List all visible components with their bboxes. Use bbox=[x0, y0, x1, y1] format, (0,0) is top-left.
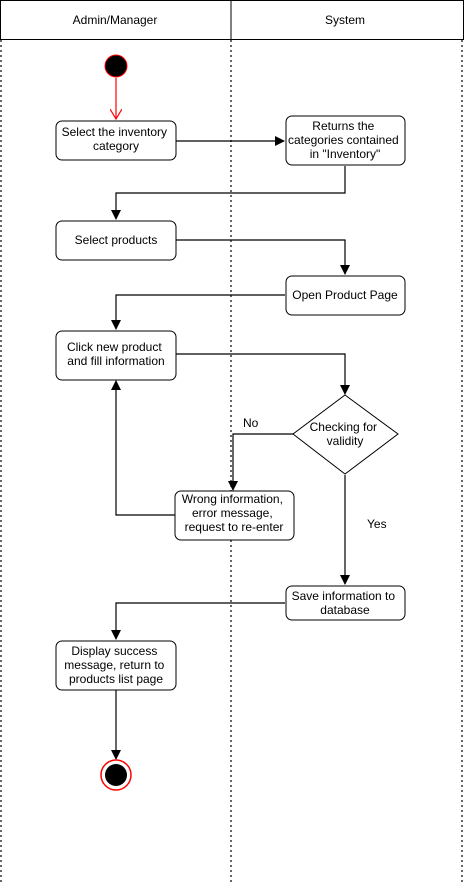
activity-select-inventory-category: Select the inventory category bbox=[55, 120, 177, 161]
activity-select-products: Select products bbox=[55, 220, 177, 261]
activity-text-line: database bbox=[320, 603, 370, 617]
activity-returns-categories: Returns the categories contained in "Inv… bbox=[285, 115, 406, 166]
activity-text-line: in "Inventory" bbox=[310, 147, 381, 161]
svg-text:Save information to data: Save information to database bbox=[292, 589, 399, 617]
decision-checking-validity: Checking for validity bbox=[292, 394, 399, 475]
decision-text-line: validity bbox=[327, 434, 364, 448]
activity-wrong-information: Wrong information, error message, reques… bbox=[174, 490, 295, 541]
activity-text-line: Select products bbox=[75, 233, 158, 247]
activity-save-information: Save information to database bbox=[285, 585, 406, 621]
svg-text:Display success message,: Display success message, return to produ… bbox=[64, 644, 167, 686]
activity-text-line: and fill information bbox=[67, 354, 164, 368]
svg-text:Wrong information, error: Wrong information, error message, reques… bbox=[182, 492, 287, 534]
decision-text-line: Checking for bbox=[310, 420, 377, 434]
lane-title-admin: Admin/Manager bbox=[73, 13, 158, 27]
activity-open-product-page: Open Product Page bbox=[285, 275, 406, 316]
activity-text-line: products list page bbox=[69, 672, 163, 686]
activity-display-success: Display success message, return to produ… bbox=[55, 640, 177, 691]
svg-text:Open Product Page: Open Product Page bbox=[292, 288, 398, 302]
edge-select-products-to-open-page bbox=[176, 239, 350, 275]
activity-text-line: Returns the bbox=[312, 119, 374, 133]
svg-text:Click new product and fi: Click new product and fill information bbox=[67, 340, 165, 368]
edge-wrong-to-click-new bbox=[111, 380, 175, 516]
activity-text-line: error message, bbox=[192, 506, 273, 520]
edge-checking-no bbox=[228, 433, 294, 491]
edge-click-new-to-checking bbox=[176, 353, 350, 395]
svg-text:Select products: Select products bbox=[75, 233, 158, 247]
activity-text-line: categories contained bbox=[288, 133, 399, 147]
start-node bbox=[104, 54, 128, 78]
activity-click-new-product: Click new product and fill information bbox=[55, 330, 177, 381]
activity-text-line: Open Product Page bbox=[292, 288, 398, 302]
edge-save-to-display bbox=[111, 602, 285, 640]
svg-text:Checking for validity: Checking for validity bbox=[310, 420, 381, 448]
svg-text:Select the inventory cat: Select the inventory category bbox=[62, 125, 171, 153]
activity-text-line: request to re-enter bbox=[185, 520, 284, 534]
activity-text-line: category bbox=[93, 139, 139, 153]
activity-text-line: message, return to bbox=[64, 658, 164, 672]
swimlane-header: Admin/Manager System bbox=[0, 0, 464, 40]
edge-open-page-to-click-new bbox=[111, 294, 285, 330]
activity-text-line: Display success bbox=[71, 644, 157, 658]
edge-returns-to-select-products bbox=[111, 166, 346, 220]
lane-title-system: System bbox=[325, 13, 365, 27]
edge-label-yes: Yes bbox=[367, 517, 387, 531]
end-node bbox=[100, 759, 132, 791]
svg-text:Returns the categories c: Returns the categories contained in "Inv… bbox=[288, 119, 402, 161]
activity-text-line: Select the inventory bbox=[62, 125, 167, 139]
activity-text-line: Wrong information, bbox=[182, 492, 283, 506]
edge-label-no: No bbox=[243, 416, 259, 430]
activity-text-line: Click new product bbox=[67, 340, 162, 354]
activity-text-line: Save information to bbox=[292, 589, 396, 603]
